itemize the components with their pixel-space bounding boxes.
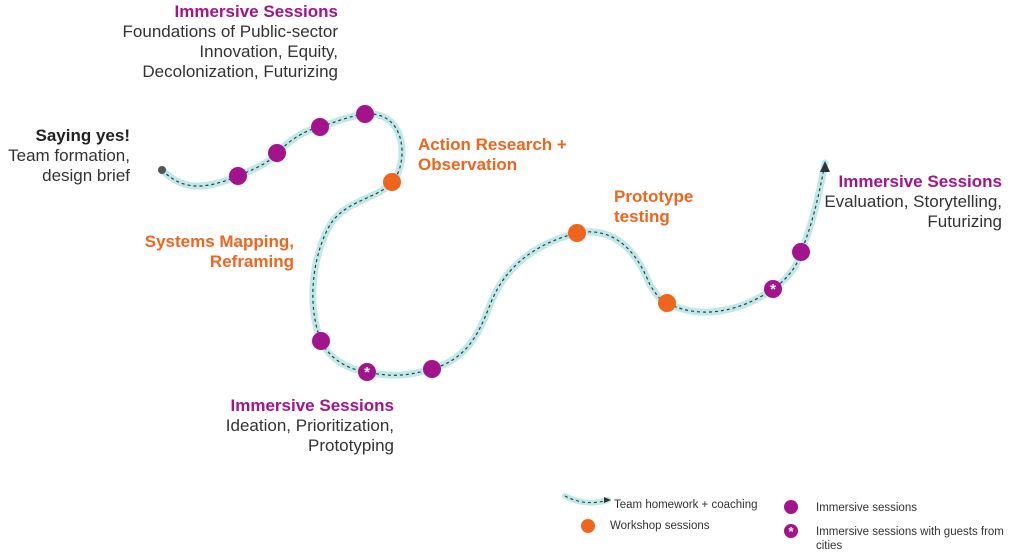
guest-node: *: [764, 280, 782, 298]
asterisk-icon: *: [770, 281, 776, 298]
immersive-2-line: Ideation, Prioritization,: [225, 416, 394, 436]
workshop-node: [658, 294, 676, 312]
legend-immersive-label: Immersive sessions: [816, 502, 917, 514]
immersive-node: [423, 360, 441, 378]
action-research-line: Action Research +: [418, 135, 567, 154]
action-research-label: Action Research + Observation: [418, 135, 567, 175]
saying-yes-line: design brief: [42, 166, 130, 186]
asterisk-icon: *: [788, 524, 794, 539]
start-dot-icon: [158, 166, 166, 174]
immersive-3-line: Futurizing: [927, 212, 1002, 232]
prototype-testing-line: Prototype: [614, 187, 694, 206]
legend-guests-label: Immersive sessions with guests from citi…: [816, 526, 1004, 553]
saying-yes-label: Saying yes! Team formation, design brief: [8, 126, 130, 186]
immersive-2-label: Immersive Sessions Ideation, Prioritizat…: [226, 396, 394, 456]
immersive-node: [356, 105, 374, 123]
immersive-3-line: Evaluation, Storytelling,: [824, 192, 1002, 212]
immersive-2-title: Immersive Sessions: [230, 396, 394, 415]
action-research-line: Observation: [418, 155, 518, 175]
saying-yes-line: Team formation,: [8, 146, 130, 166]
immersive-1-line: Decolonization, Futurizing: [142, 62, 338, 82]
immersive-3-title: Immersive Sessions: [838, 172, 1002, 191]
legend-workshop-label: Workshop sessions: [610, 520, 710, 532]
systems-mapping-line: Systems Mapping,: [144, 232, 294, 251]
immersive-node: [312, 332, 330, 350]
workshop-node: [568, 224, 586, 242]
immersive-2-line: Prototyping: [308, 436, 394, 456]
systems-mapping-label: Systems Mapping, Reframing: [145, 232, 294, 272]
immersive-node: [268, 144, 286, 162]
guest-node: *: [358, 363, 376, 381]
asterisk-icon: *: [364, 364, 370, 381]
immersive-1-line: Foundations of Public-sector: [122, 22, 338, 42]
immersive-1-label: Immersive Sessions Foundations of Public…: [123, 2, 338, 82]
arrow-head-icon: [604, 497, 611, 503]
legend-immersive-swatch: [784, 500, 798, 514]
legend-guest-swatch: *: [784, 524, 798, 539]
saying-yes-title: Saying yes!: [35, 126, 131, 145]
immersive-node: [229, 167, 247, 185]
legend-homework-swatch: [562, 493, 611, 506]
workshop-node: [383, 173, 401, 191]
systems-mapping-line: Reframing: [209, 252, 294, 272]
immersive-1-line: Innovation, Equity,: [199, 42, 338, 62]
arrow-head-icon: [820, 161, 830, 172]
immersive-1-title: Immersive Sessions: [174, 2, 338, 21]
immersive-node: [311, 118, 329, 136]
prototype-testing-label: Prototype testing: [614, 187, 693, 227]
legend-homework-label: Team homework + coaching: [614, 499, 758, 511]
legend-workshop-swatch: [581, 519, 595, 533]
immersive-node: [792, 243, 810, 261]
prototype-testing-line: testing: [614, 207, 670, 227]
immersive-3-label: Immersive Sessions Evaluation, Storytell…: [824, 172, 1002, 232]
